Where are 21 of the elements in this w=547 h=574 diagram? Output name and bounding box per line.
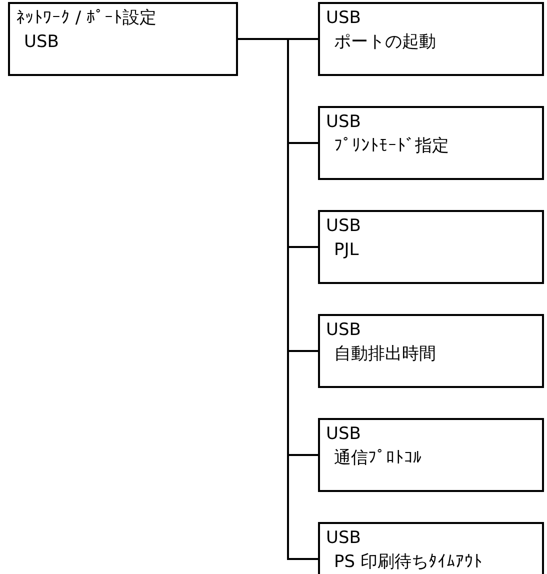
menu-heading: USB <box>326 111 362 134</box>
menu-heading: USB <box>326 7 362 30</box>
menu-item-text: ポートの起動 <box>333 31 437 54</box>
menu-item-text: USB <box>23 31 60 54</box>
menu-heading: USB <box>326 527 362 550</box>
setting-box <box>318 314 544 388</box>
setting-box <box>318 418 544 492</box>
menu-heading: ﾈｯﾄﾜｰｸ / ﾎﾟｰﾄ設定 <box>16 7 158 30</box>
menu-box <box>8 2 238 76</box>
menu-item-text: 通信ﾌﾟﾛﾄｺﾙ <box>333 447 423 470</box>
menu-heading: USB <box>326 423 362 446</box>
menu-item-text: ﾌﾟﾘﾝﾄﾓｰﾄﾞ指定 <box>333 135 450 158</box>
setting-box <box>318 106 544 180</box>
menu-item-text: 自動排出時間 <box>333 343 437 366</box>
menu-item-text: PS 印刷待ちﾀｲﾑｱｳﾄ <box>333 551 484 574</box>
setting-box <box>318 210 544 284</box>
setting-box <box>318 522 544 574</box>
menu-heading: USB <box>326 215 362 238</box>
menu-heading: USB <box>326 319 362 342</box>
menu-item-text: PJL <box>333 239 360 262</box>
setting-box <box>318 2 544 76</box>
